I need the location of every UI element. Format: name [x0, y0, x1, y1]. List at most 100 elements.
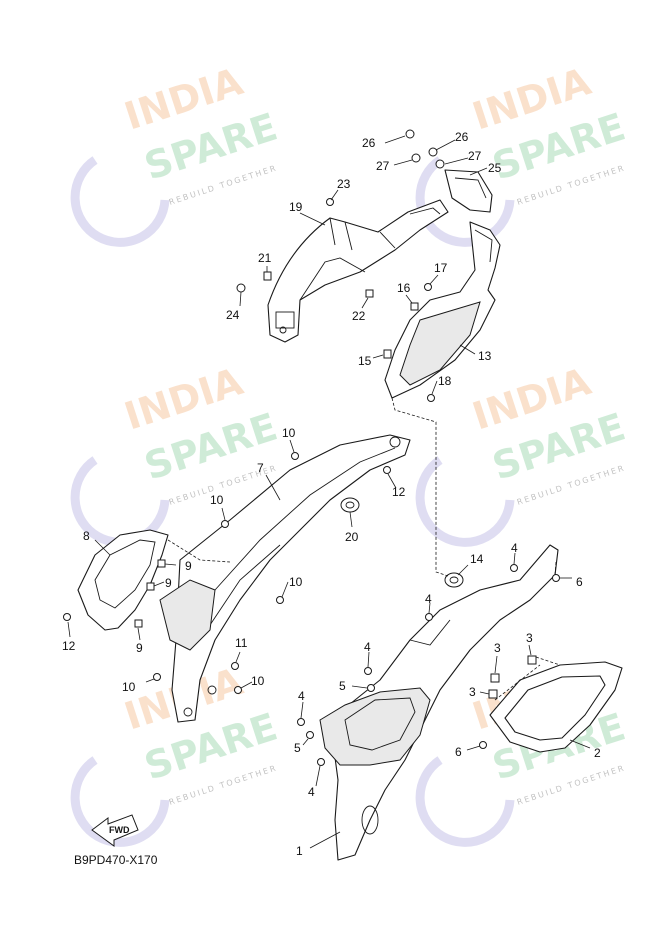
- clip-9[interactable]: [146, 582, 155, 591]
- side-cover-1[interactable]: [319, 544, 559, 861]
- callout-9: 9: [165, 576, 172, 590]
- callout-6: 6: [576, 575, 583, 589]
- callout-22: 22: [352, 309, 366, 323]
- leader-lines: [67, 135, 591, 849]
- bolt-24[interactable]: [236, 283, 246, 293]
- callout-12: 12: [62, 639, 76, 653]
- bolt-18[interactable]: [427, 394, 435, 402]
- callout-17: 17: [434, 261, 448, 275]
- callout-9: 9: [136, 641, 143, 655]
- wrench-watermark-icon: [70, 456, 170, 547]
- callout-15: 15: [358, 354, 372, 368]
- callout-20: 20: [345, 530, 359, 544]
- callout-7: 7: [257, 461, 264, 475]
- bolt-4[interactable]: [297, 718, 305, 726]
- nut-12[interactable]: [383, 466, 391, 474]
- callout-4: 4: [308, 785, 315, 799]
- bolt-4[interactable]: [425, 613, 433, 621]
- bolt-10[interactable]: [276, 596, 284, 604]
- side-rail-7[interactable]: [159, 434, 411, 723]
- callout-4: 4: [364, 640, 371, 654]
- wrench-watermark-icon: [415, 156, 515, 247]
- collar-5[interactable]: [367, 684, 375, 692]
- bolt-10[interactable]: [291, 452, 299, 460]
- front-cover-8[interactable]: [77, 529, 169, 631]
- bolt-4[interactable]: [364, 667, 372, 675]
- diagram-code: B9PD470-X170: [74, 853, 158, 867]
- callout-5: 5: [294, 741, 301, 755]
- callout-1: 1: [296, 844, 303, 858]
- callouts: 1 2 3 3 3 4 4 4 4 4 5 5 6 6 7 8 9 9 9 10…: [62, 130, 601, 858]
- parts-group: FWD: [63, 129, 623, 861]
- callout-3: 3: [494, 641, 501, 655]
- fwd-arrow-icon: FWD: [91, 814, 139, 847]
- washer-27[interactable]: [411, 153, 421, 163]
- clip-3[interactable]: [488, 689, 498, 699]
- callout-19: 19: [289, 200, 303, 214]
- callout-8: 8: [83, 529, 90, 543]
- callout-13: 13: [478, 349, 492, 363]
- clip-9[interactable]: [134, 619, 143, 628]
- bolt-23[interactable]: [326, 198, 334, 206]
- bolt-26[interactable]: [428, 147, 438, 157]
- side-panel-2[interactable]: [489, 661, 623, 753]
- watermark-top-right: INDIA SPARE REBUILD TOGETHER: [415, 59, 630, 247]
- bolt-4[interactable]: [317, 758, 325, 766]
- collar-5[interactable]: [306, 731, 314, 739]
- clip-16[interactable]: [410, 302, 419, 311]
- callout-26: 26: [455, 130, 469, 144]
- callout-21: 21: [258, 251, 272, 265]
- wrench-watermark-icon: [415, 756, 515, 847]
- callout-10: 10: [282, 426, 296, 440]
- fwd-label: FWD: [109, 825, 130, 835]
- clip-22[interactable]: [365, 289, 374, 298]
- callout-10: 10: [210, 493, 224, 507]
- callout-4: 4: [511, 541, 518, 555]
- callout-25: 25: [488, 161, 502, 175]
- callout-4: 4: [298, 689, 305, 703]
- callout-26: 26: [362, 136, 376, 150]
- bolt-26[interactable]: [405, 129, 415, 139]
- grommet-14[interactable]: [444, 572, 464, 588]
- watermark-top: INDIA SPARE REBUILD TOGETHER: [70, 59, 282, 247]
- wrench-watermark-icon: [415, 456, 515, 547]
- washer-27[interactable]: [435, 159, 445, 169]
- clip-15[interactable]: [383, 349, 392, 359]
- callout-2: 2: [594, 746, 601, 760]
- nut-11[interactable]: [231, 662, 239, 670]
- clip-3[interactable]: [490, 673, 500, 683]
- screw-6[interactable]: [552, 574, 560, 582]
- clip-3[interactable]: [527, 655, 537, 665]
- callout-10: 10: [251, 674, 265, 688]
- callout-12: 12: [392, 485, 406, 499]
- tail-cover-13[interactable]: [384, 221, 501, 399]
- callout-14: 14: [470, 552, 484, 566]
- wrench-watermark-icon: [70, 756, 170, 847]
- bolt-10[interactable]: [221, 520, 229, 528]
- callout-11: 11: [235, 636, 248, 650]
- grommet-20[interactable]: [340, 497, 360, 513]
- callout-18: 18: [438, 374, 452, 388]
- hardware-group: [63, 129, 560, 766]
- clip-21[interactable]: [263, 271, 272, 281]
- bolt-17[interactable]: [424, 283, 432, 291]
- wrench-watermark-icon: [70, 156, 170, 247]
- bolt-10[interactable]: [153, 673, 161, 681]
- callout-3: 3: [469, 685, 476, 699]
- watermark-middle-right: INDIA SPARE REBUILD TOGETHER: [415, 359, 630, 547]
- clip-9[interactable]: [157, 559, 166, 568]
- tail-cover-19[interactable]: [267, 199, 449, 343]
- callout-10: 10: [289, 575, 303, 589]
- callout-4: 4: [425, 592, 432, 606]
- tail-cap-25[interactable]: [444, 169, 493, 213]
- callout-6: 6: [455, 745, 462, 759]
- bolt-4[interactable]: [510, 564, 518, 572]
- callout-24: 24: [226, 308, 240, 322]
- screw-6[interactable]: [479, 741, 487, 749]
- callout-3: 3: [526, 631, 533, 645]
- callout-27: 27: [376, 159, 390, 173]
- screw-12[interactable]: [63, 613, 71, 621]
- callout-10: 10: [122, 680, 136, 694]
- bolt-10[interactable]: [234, 686, 242, 694]
